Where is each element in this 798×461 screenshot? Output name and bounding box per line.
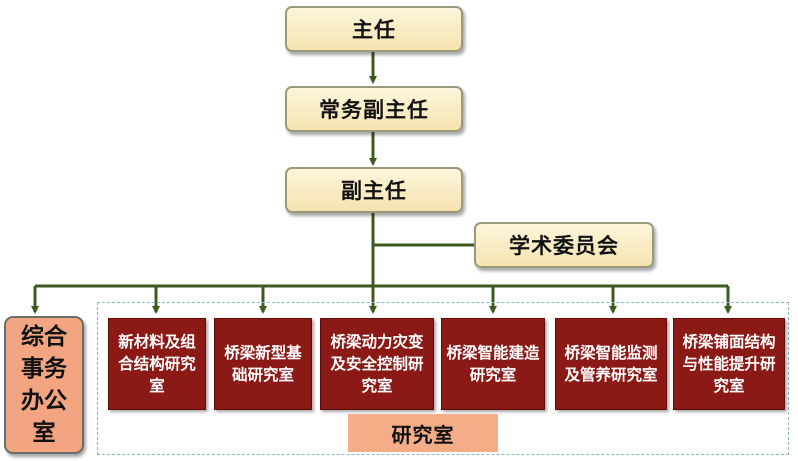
lab-label-6: 桥梁铺面结构与性能提升研究室 xyxy=(682,333,776,395)
lab-group-label: 研究室 xyxy=(391,422,455,447)
lab-box-4: 桥梁智能建造研究室 xyxy=(441,318,545,410)
lab-group-frame xyxy=(97,302,789,455)
director-box: 主任 xyxy=(285,6,463,52)
lab-box-5: 桥梁智能监测及管养研究室 xyxy=(555,318,667,410)
lab-label-5: 桥梁智能监测及管养研究室 xyxy=(564,344,658,384)
lab-box-1: 新材料及组合结构研究室 xyxy=(108,318,206,410)
committee-label: 学术委员会 xyxy=(509,234,619,258)
lab-box-3: 桥梁动力灾变及安全控制研究室 xyxy=(320,318,434,410)
lab-label-2: 桥梁新型基础研究室 xyxy=(224,344,302,384)
lab-label-3: 桥梁动力灾变及安全控制研究室 xyxy=(330,333,424,395)
office-label: 综合事务办公室 xyxy=(21,324,67,446)
director-label: 主任 xyxy=(352,18,396,42)
office-box: 综合事务办公室 xyxy=(4,316,84,454)
executive-deputy-label: 常务副主任 xyxy=(319,98,429,122)
lab-group-label-box: 研究室 xyxy=(348,414,498,452)
deputy-box: 副主任 xyxy=(285,167,463,213)
executive-deputy-box: 常务副主任 xyxy=(285,86,463,132)
lab-label-1: 新材料及组合结构研究室 xyxy=(118,333,196,395)
lab-box-6: 桥梁铺面结构与性能提升研究室 xyxy=(673,318,785,410)
deputy-label: 副主任 xyxy=(341,179,407,203)
lab-label-4: 桥梁智能建造研究室 xyxy=(446,344,540,384)
committee-box: 学术委员会 xyxy=(474,222,654,268)
lab-box-2: 桥梁新型基础研究室 xyxy=(214,318,312,410)
